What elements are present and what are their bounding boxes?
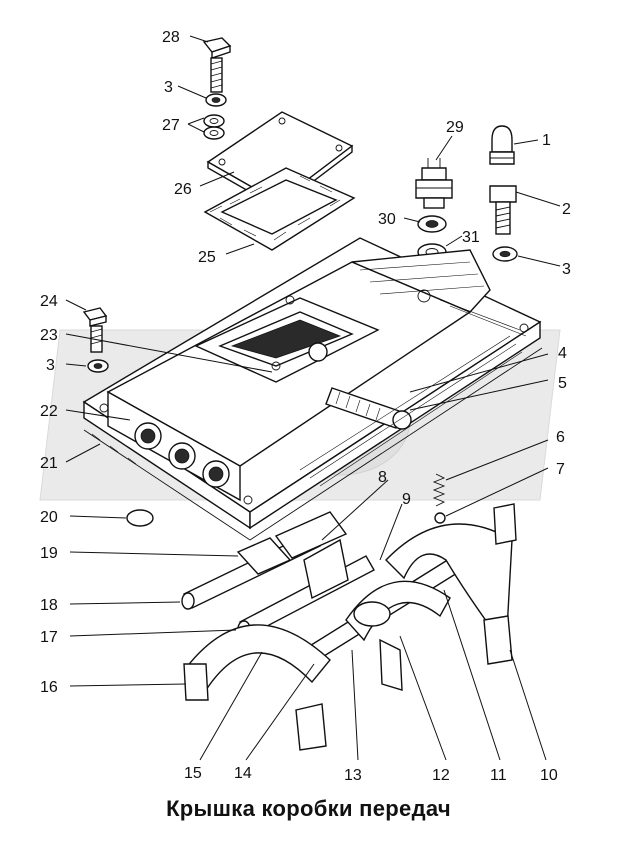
callout-10: 10 bbox=[540, 767, 558, 784]
shift-fork-10 bbox=[385, 503, 517, 665]
washers-27 bbox=[203, 114, 225, 140]
shift-fork-16 bbox=[183, 624, 331, 751]
callout-7: 7 bbox=[556, 461, 565, 478]
callout-3-right: 3 bbox=[562, 261, 571, 278]
callout-23: 23 bbox=[40, 327, 58, 344]
washer-30 bbox=[417, 215, 447, 233]
diagram-caption: Крышка коробки передач bbox=[166, 796, 451, 821]
callout-12: 12 bbox=[432, 767, 450, 784]
shift-fork-12 bbox=[345, 580, 451, 691]
callout-28: 28 bbox=[162, 29, 180, 46]
callout-6: 6 bbox=[556, 429, 565, 446]
callout-16: 16 bbox=[40, 679, 58, 696]
callout-8: 8 bbox=[378, 469, 387, 486]
callout-15: 15 bbox=[184, 765, 202, 782]
callout-14: 14 bbox=[234, 765, 252, 782]
callout-30: 30 bbox=[378, 211, 396, 228]
bolt-28 bbox=[202, 37, 232, 93]
callout-24: 24 bbox=[40, 293, 58, 310]
callout-27: 27 bbox=[162, 117, 180, 134]
plug-20 bbox=[126, 509, 154, 527]
callout-17: 17 bbox=[40, 629, 58, 646]
switch-29 bbox=[415, 158, 453, 209]
callout-29: 29 bbox=[446, 119, 464, 136]
washer-3-right bbox=[492, 246, 518, 262]
plug-2 bbox=[489, 185, 517, 235]
callout-2: 2 bbox=[562, 201, 571, 218]
washer-3-left bbox=[87, 359, 109, 373]
callout-9: 9 bbox=[402, 491, 411, 508]
callout-19: 19 bbox=[40, 545, 58, 562]
spring-6 bbox=[432, 473, 446, 507]
washer-3-top bbox=[205, 93, 227, 107]
callout-20: 20 bbox=[40, 509, 58, 526]
callout-11: 11 bbox=[490, 767, 507, 784]
callout-3-top: 3 bbox=[164, 79, 173, 96]
callout-18: 18 bbox=[40, 597, 58, 614]
callout-4: 4 bbox=[558, 345, 567, 362]
cap-1 bbox=[489, 125, 515, 165]
leader-lines bbox=[65, 35, 561, 761]
gearbox-cover-housing bbox=[82, 237, 543, 541]
callout-1: 1 bbox=[542, 132, 551, 149]
callout-13: 13 bbox=[344, 767, 362, 784]
ball-7 bbox=[434, 512, 446, 524]
callout-22: 22 bbox=[40, 403, 58, 420]
callout-5: 5 bbox=[558, 375, 567, 392]
callout-numbers: 28 3 27 26 25 29 30 31 1 2 3 24 23 3 22 … bbox=[40, 29, 571, 784]
callout-21: 21 bbox=[40, 455, 58, 472]
callout-3-left: 3 bbox=[46, 357, 55, 374]
gasket-25 bbox=[203, 167, 356, 251]
callout-25: 25 bbox=[198, 249, 216, 266]
callout-26: 26 bbox=[174, 181, 192, 198]
shift-head-19 bbox=[236, 511, 349, 600]
callout-31: 31 bbox=[462, 229, 480, 246]
bolt-24 bbox=[82, 307, 108, 353]
